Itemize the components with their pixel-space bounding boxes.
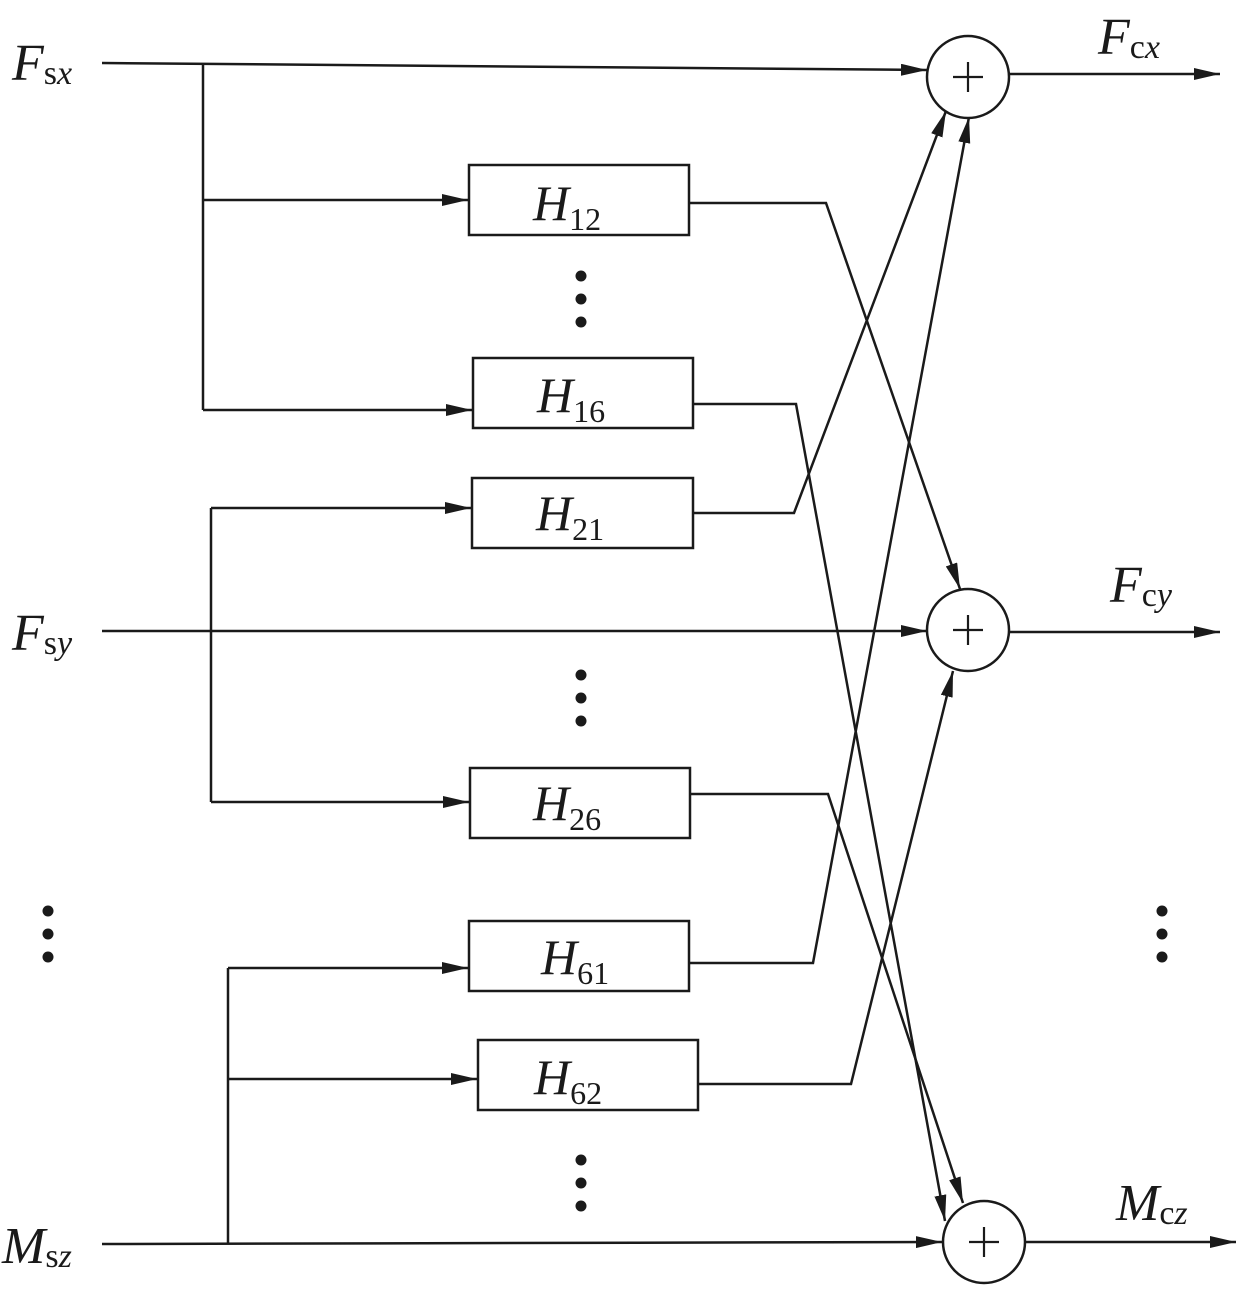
- svg-text:H12: H12: [532, 175, 601, 237]
- ellipsis-dots-h6: [575, 1154, 587, 1212]
- block-h61: H61: [467, 919, 691, 993]
- block-h21: H21: [470, 476, 695, 550]
- input-label-msz: Msz: [1, 1218, 72, 1275]
- ellipsis-dots-h1: [575, 270, 587, 328]
- ellipsis-dots-outputs: [1156, 905, 1168, 963]
- block-h26: H26: [468, 766, 692, 840]
- summing-junction-2: [925, 587, 1011, 673]
- output-label-fcy: Fcy: [1109, 557, 1173, 614]
- ellipsis-dots-h2: [575, 669, 587, 727]
- svg-text:H16: H16: [536, 367, 605, 429]
- svg-text:H21: H21: [535, 485, 604, 547]
- wire-msz-to-sum3: [101, 1236, 943, 1249]
- output-label-mcz: Mcz: [1115, 1175, 1188, 1232]
- summing-junction-3: [941, 1199, 1027, 1285]
- output-label-fcx: Fcx: [1097, 9, 1160, 66]
- input-label-fsx: Fsx: [11, 35, 72, 92]
- block-h12: H12: [467, 163, 691, 237]
- block-h16: H16: [471, 356, 695, 430]
- ellipsis-dots-inputs: [42, 905, 54, 963]
- block-h62: H62: [476, 1038, 700, 1112]
- wire-h12-to-sum2: [689, 201, 962, 590]
- wire-h21-to-sum1: [693, 110, 948, 515]
- wire-h26-to-sum3: [690, 792, 965, 1204]
- wire-h61-to-sum1: [689, 116, 971, 965]
- svg-text:H62: H62: [533, 1049, 602, 1111]
- wire-h16-to-sum3: [693, 402, 947, 1222]
- summing-junction-1: [925, 34, 1011, 120]
- svg-text:H61: H61: [540, 929, 609, 991]
- wire-fsx-to-sum1: [101, 61, 928, 76]
- wire-h62-to-sum2: [698, 670, 955, 1086]
- svg-text:H26: H26: [532, 775, 601, 837]
- input-label-fsy: Fsy: [11, 605, 73, 662]
